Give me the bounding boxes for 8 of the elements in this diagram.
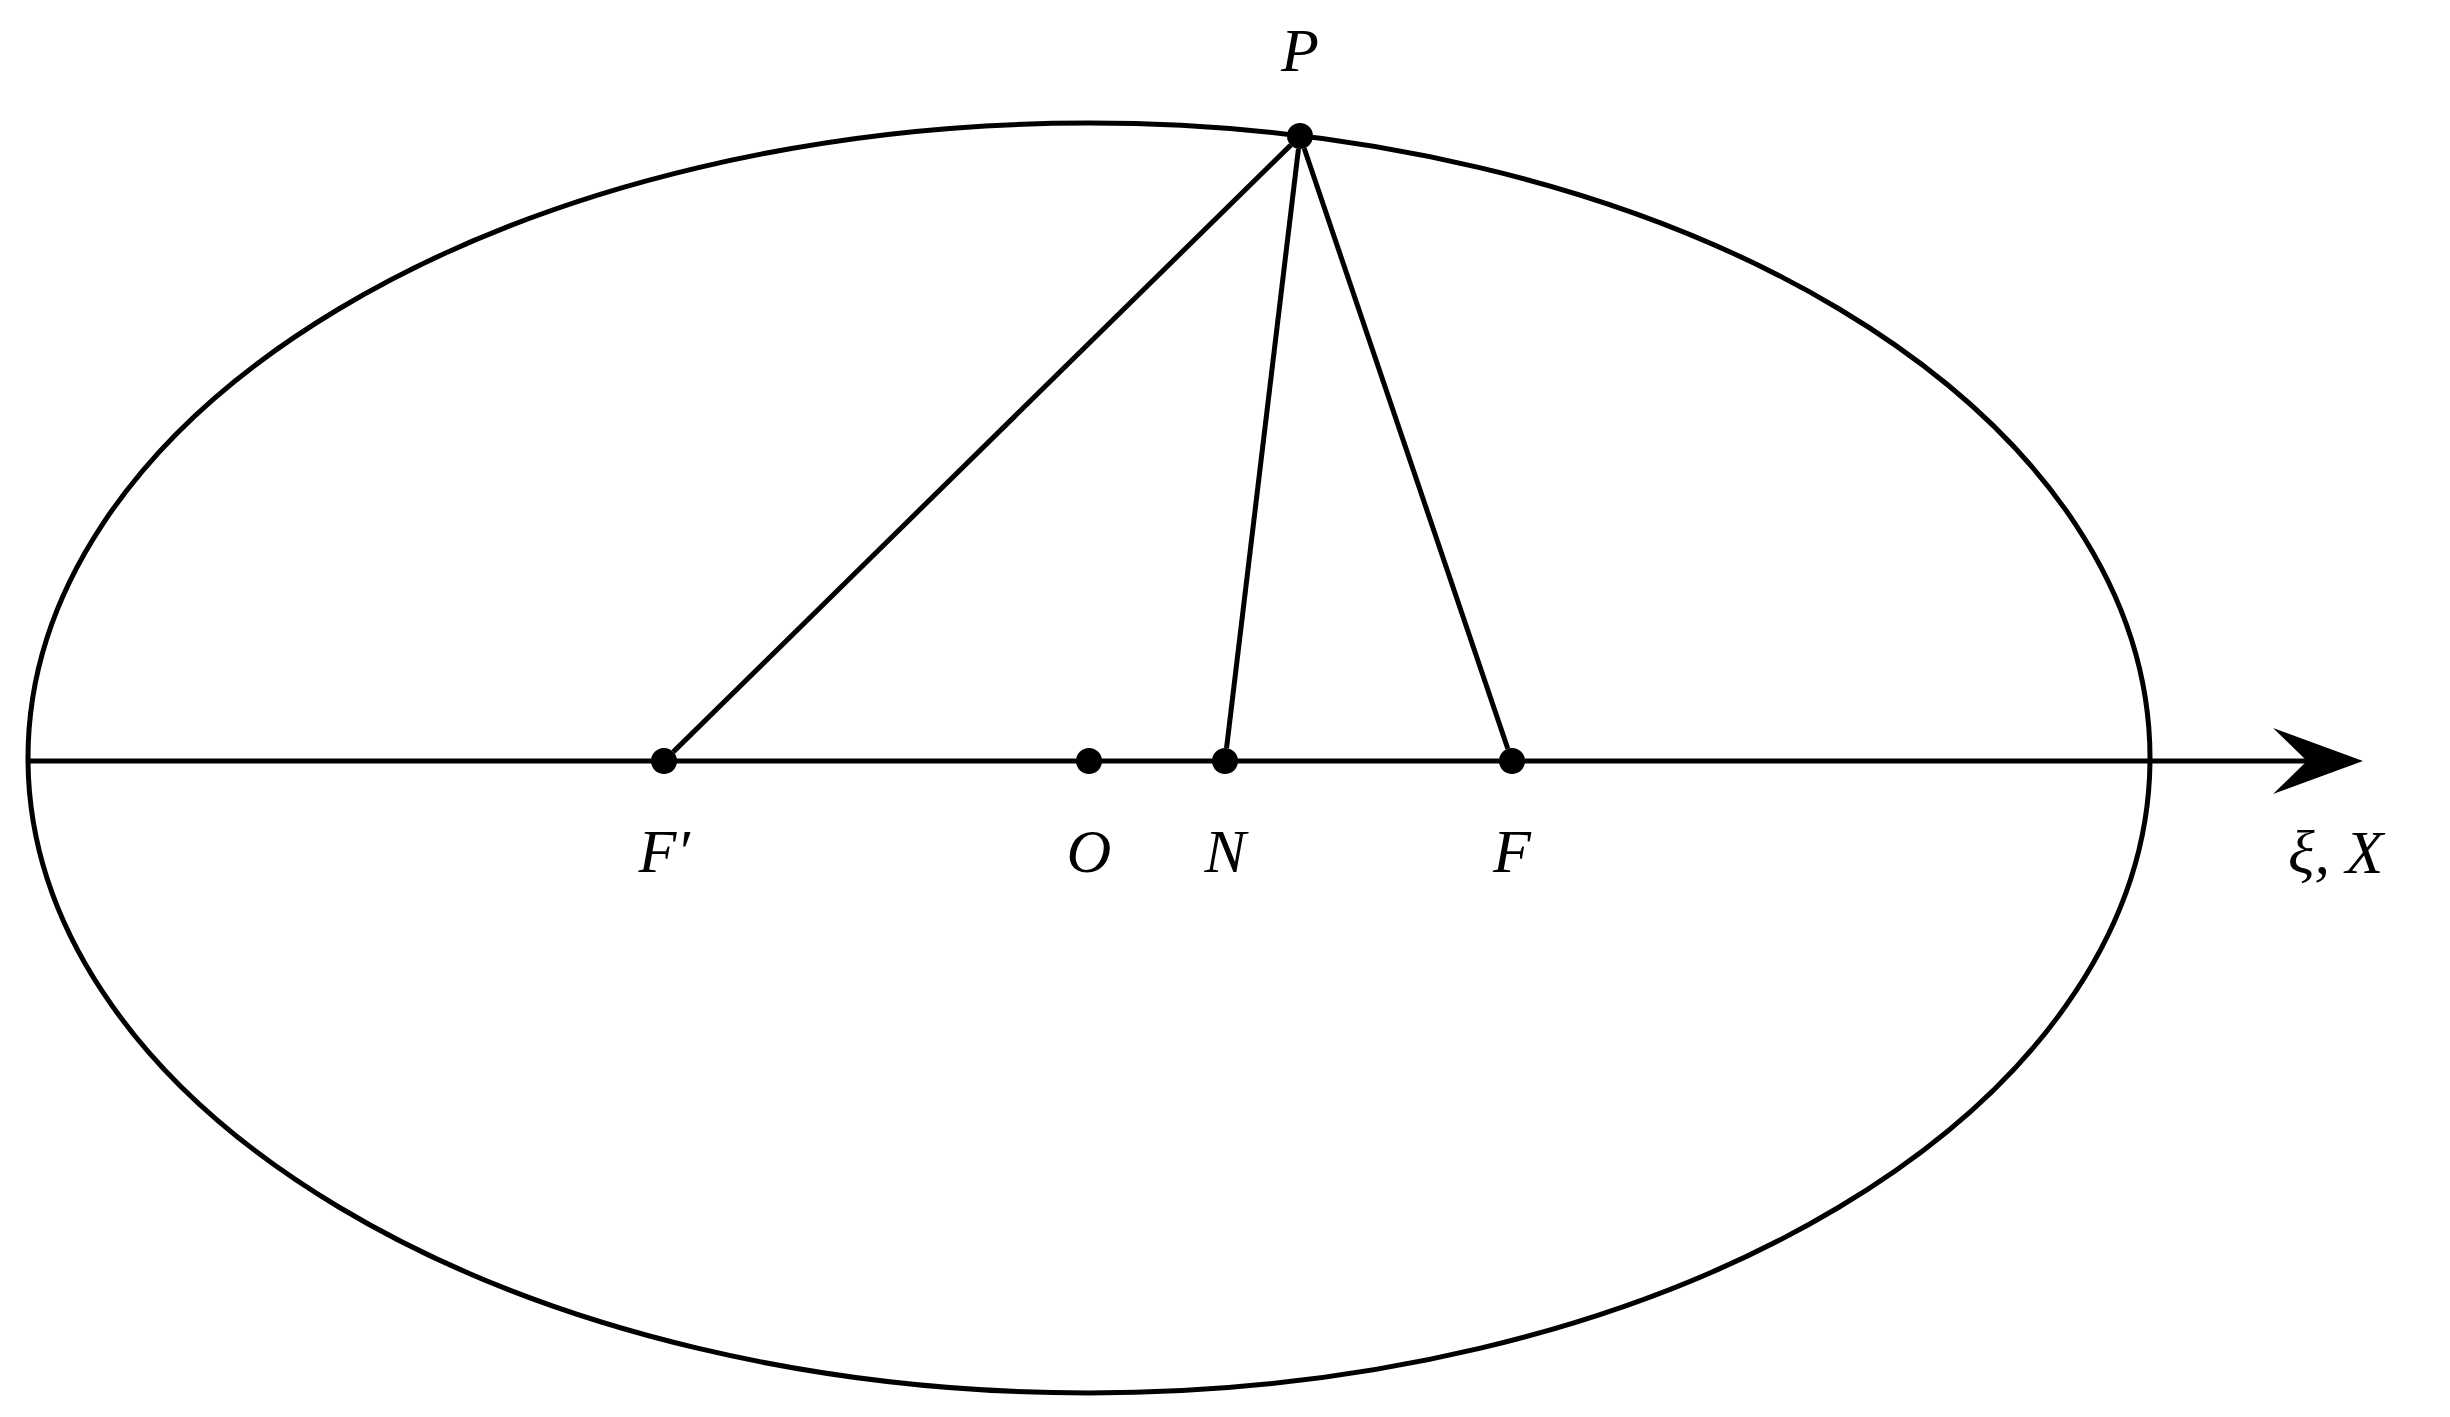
point-label: P (1281, 19, 1319, 81)
line-segment (1224, 148, 1301, 749)
point-label: F (1493, 820, 1531, 882)
line-segment (671, 143, 1293, 754)
point-label: O (1066, 820, 1112, 882)
line-segment (1301, 147, 1511, 750)
axis-label: ξ, X (2288, 821, 2384, 883)
point-label: F′ (638, 820, 690, 882)
